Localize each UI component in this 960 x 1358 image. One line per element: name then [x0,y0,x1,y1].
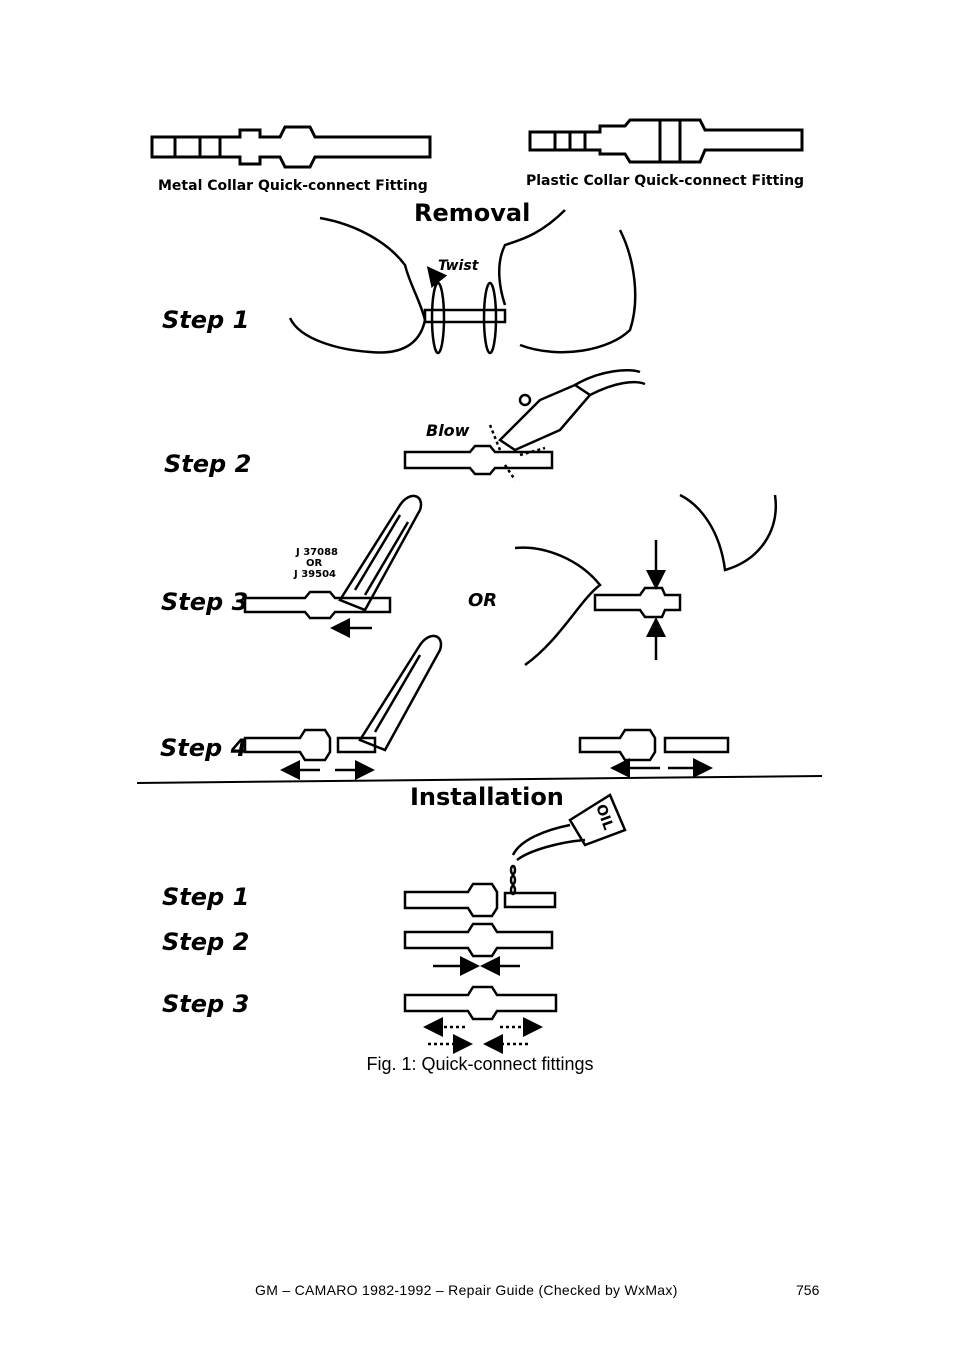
twist-label: Twist [438,258,480,274]
removal-step-2-label: Step 2 [164,450,251,478]
tool-number-2: J 39504 [293,569,336,580]
quick-connect-figure: Metal Collar Quick-connect Fitting Plast… [136,118,823,1054]
removal-step-4-plastic-separated-drawing [578,728,730,778]
metal-collar-fitting-drawing [150,125,432,169]
or-label: OR [468,590,497,611]
removal-step-1-label: Step 1 [162,306,249,334]
blow-label: Blow [426,421,470,440]
installation-step-2-label: Step 2 [162,928,249,956]
installation-step-3-drawing [403,985,558,1054]
removal-step-3-label: Step 3 [161,588,248,616]
plastic-collar-label: Plastic Collar Quick-connect Fitting [526,173,804,189]
installation-heading: Installation [410,783,564,811]
tool-number-1: J 37088 [295,547,338,558]
removal-step-4-separated-fitting-drawing [243,634,443,780]
tool-or-label: OR [306,558,323,569]
removal-heading: Removal [414,199,530,227]
removal-step-2-air-gun-drawing [403,369,646,481]
removal-step-3-hands-drawing [514,493,777,667]
footer-title: GM – CAMARO 1982-1992 – Repair Guide (Ch… [255,1282,678,1298]
metal-collar-label: Metal Collar Quick-connect Fitting [158,178,428,194]
removal-step-1-hands-drawing [288,209,637,355]
installation-step-2-drawing [403,922,554,976]
installation-step-3-label: Step 3 [162,990,249,1018]
removal-step-4-label: Step 4 [160,734,247,762]
oil-can-drawing [509,793,627,896]
oil-label: OIL [592,802,616,832]
section-divider [136,775,823,784]
installation-step-1-label: Step 1 [162,883,249,911]
plastic-collar-fitting-drawing [528,118,804,164]
figure-caption: Fig. 1: Quick-connect fittings [366,1054,594,1074]
footer-page-number: 756 [796,1282,820,1298]
installation-step-1-drawing [403,882,557,918]
removal-step-3-tool-drawing [243,494,423,638]
